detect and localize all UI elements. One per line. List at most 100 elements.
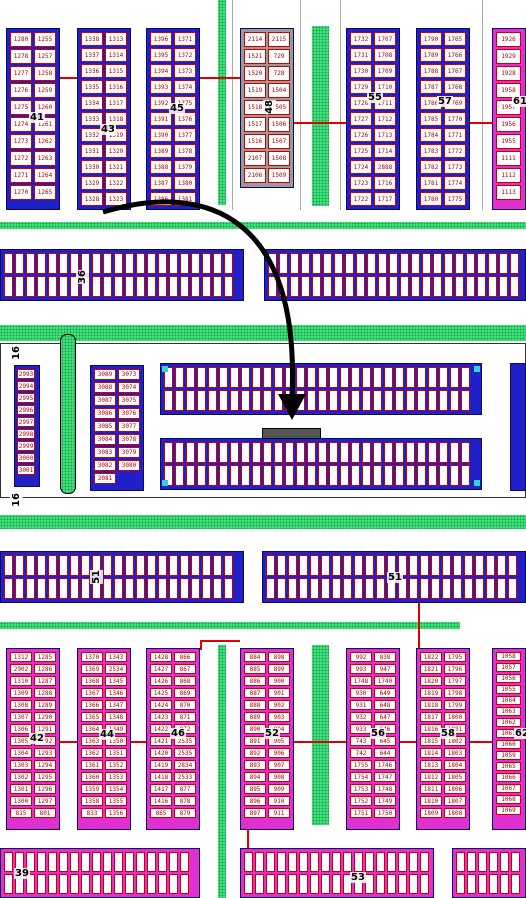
- plot-cell[interactable]: [420, 578, 429, 599]
- plot-cell[interactable]: [466, 253, 475, 274]
- plot-cell[interactable]: [378, 276, 387, 297]
- plot-cell[interactable]: [428, 390, 437, 411]
- plot-cell[interactable]: 1351: [105, 748, 127, 758]
- plot-cell[interactable]: 1359: [81, 784, 103, 794]
- plot-cell[interactable]: [420, 555, 429, 576]
- plot-cell[interactable]: 1322: [105, 176, 127, 190]
- plot-cell[interactable]: 1816: [420, 724, 442, 734]
- plot-cell[interactable]: 1804: [444, 760, 466, 770]
- plot-cell[interactable]: [406, 367, 415, 388]
- plot-cell[interactable]: [81, 852, 90, 872]
- plot-cell[interactable]: [244, 874, 253, 894]
- plot-cell[interactable]: [384, 390, 393, 411]
- plot-cell[interactable]: [290, 253, 299, 274]
- plot-cell[interactable]: [48, 578, 57, 599]
- plot-cell[interactable]: 1055: [496, 685, 521, 694]
- plot-cell[interactable]: 1811: [420, 784, 442, 794]
- plot-cell[interactable]: [279, 276, 288, 297]
- plot-cell[interactable]: [208, 367, 217, 388]
- plot-cell[interactable]: 1332: [81, 128, 103, 142]
- plot-cell[interactable]: [252, 465, 261, 486]
- plot-cell[interactable]: [202, 578, 211, 599]
- plot-cell[interactable]: 1338: [81, 32, 103, 46]
- plot-cell[interactable]: [147, 578, 156, 599]
- plot-cell[interactable]: 1726: [350, 128, 372, 142]
- plot-cell[interactable]: [213, 276, 222, 297]
- plot-cell[interactable]: [59, 874, 68, 894]
- plot-cell[interactable]: 2997: [17, 417, 35, 427]
- plot-cell[interactable]: 896: [244, 796, 266, 806]
- plot-cell[interactable]: 898: [268, 652, 290, 662]
- plot-cell[interactable]: [467, 852, 476, 872]
- plot-cell[interactable]: [103, 253, 112, 274]
- plot-cell[interactable]: [467, 874, 476, 894]
- plot-cell[interactable]: 1782: [420, 160, 442, 174]
- plot-cell[interactable]: 1729: [350, 80, 372, 94]
- block-39[interactable]: [0, 848, 200, 898]
- plot-cell[interactable]: [486, 578, 495, 599]
- plot-cell[interactable]: [354, 578, 363, 599]
- plot-cell[interactable]: 869: [174, 688, 196, 698]
- plot-cell[interactable]: [343, 852, 352, 872]
- plot-cell[interactable]: 2993: [17, 369, 35, 379]
- plot-cell[interactable]: 1814: [420, 748, 442, 758]
- plot-cell[interactable]: 1321: [105, 160, 127, 174]
- plot-cell[interactable]: [263, 465, 272, 486]
- plot-cell[interactable]: 1709: [374, 64, 396, 78]
- plot-cell[interactable]: [373, 442, 382, 463]
- plot-cell[interactable]: 1755: [350, 760, 372, 770]
- plot-cell[interactable]: 1301: [10, 784, 32, 794]
- plot-cell[interactable]: [180, 555, 189, 576]
- plot-cell[interactable]: 2998: [17, 429, 35, 439]
- plot-cell[interactable]: [384, 367, 393, 388]
- plot-cell[interactable]: [180, 874, 189, 894]
- plot-cell[interactable]: 865: [150, 808, 172, 818]
- plot-cell[interactable]: [158, 852, 167, 872]
- plot-cell[interactable]: [365, 874, 374, 894]
- plot-cell[interactable]: 1417: [150, 784, 172, 794]
- block-right-edge[interactable]: [510, 363, 526, 491]
- plot-cell[interactable]: [351, 367, 360, 388]
- plot-cell[interactable]: [213, 555, 222, 576]
- plot-cell[interactable]: 1710: [374, 80, 396, 94]
- plot-cell[interactable]: [296, 367, 305, 388]
- plot-cell[interactable]: [351, 465, 360, 486]
- plot-cell[interactable]: [103, 874, 112, 894]
- plot-cell[interactable]: [340, 390, 349, 411]
- plot-cell[interactable]: [48, 276, 57, 297]
- plot-cell[interactable]: 1713: [374, 128, 396, 142]
- plot-cell[interactable]: [26, 276, 35, 297]
- plot-cell[interactable]: [411, 253, 420, 274]
- plot-cell[interactable]: [15, 253, 24, 274]
- plot-cell[interactable]: [274, 465, 283, 486]
- plot-cell[interactable]: 2114: [244, 32, 266, 47]
- plot-cell[interactable]: 1353: [105, 772, 127, 782]
- plot-cell[interactable]: [450, 367, 459, 388]
- plot-cell[interactable]: [332, 578, 341, 599]
- plot-cell[interactable]: [442, 578, 451, 599]
- plot-cell[interactable]: [497, 578, 506, 599]
- plot-cell[interactable]: 2834: [174, 760, 196, 770]
- plot-cell[interactable]: [125, 253, 134, 274]
- plot-cell[interactable]: 1800: [444, 712, 466, 722]
- plot-cell[interactable]: [125, 874, 134, 894]
- plot-cell[interactable]: 909: [268, 784, 290, 794]
- plot-cell[interactable]: [422, 276, 431, 297]
- plot-cell[interactable]: 1273: [10, 134, 32, 149]
- plot-cell[interactable]: [70, 852, 79, 872]
- plot-cell[interactable]: [169, 555, 178, 576]
- plot-cell[interactable]: 1057: [496, 663, 521, 672]
- plot-cell[interactable]: 1520: [244, 66, 266, 81]
- plot-cell[interactable]: 1260: [34, 100, 56, 115]
- plot-cell[interactable]: 930: [350, 688, 372, 698]
- plot-cell[interactable]: [255, 874, 264, 894]
- plot-cell[interactable]: [103, 276, 112, 297]
- plot-cell[interactable]: [191, 555, 200, 576]
- plot-cell[interactable]: [81, 578, 90, 599]
- plot-cell[interactable]: [417, 442, 426, 463]
- plot-cell[interactable]: 1310: [10, 676, 32, 686]
- plot-cell[interactable]: [241, 465, 250, 486]
- plot-cell[interactable]: [367, 276, 376, 297]
